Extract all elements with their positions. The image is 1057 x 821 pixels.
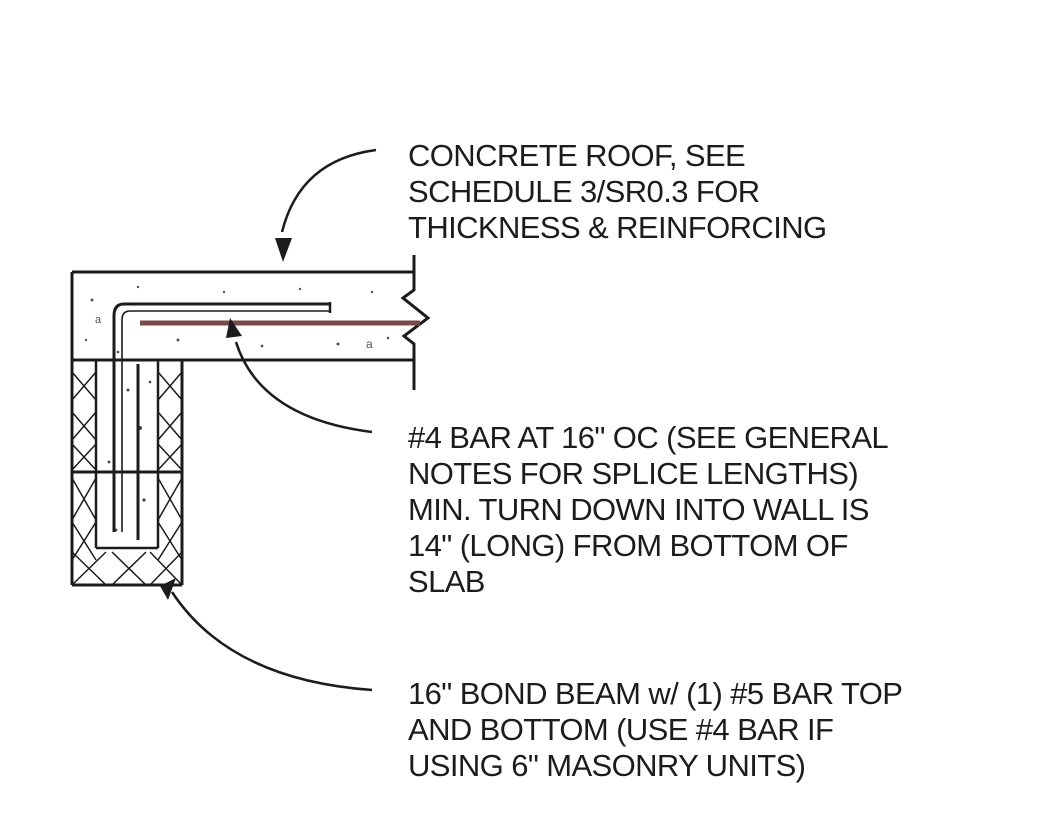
note-rebar: #4 BAR AT 16" OC (SEE GENERAL NOTES FOR …: [408, 420, 889, 600]
leader-bar: [234, 341, 373, 434]
note-line: #4 BAR AT 16" OC (SEE GENERAL: [408, 420, 889, 455]
note-line: AND BOTTOM (USE #4 BAR IF: [408, 712, 834, 747]
svg-text:a: a: [366, 337, 373, 351]
masonry-crosshatch: [71, 371, 183, 586]
arrowhead-beam: [160, 578, 176, 600]
svg-text:a: a: [95, 314, 102, 326]
arrowhead-roof: [275, 238, 292, 262]
note-line: 16" BOND BEAM w/ (1) #5 BAR TOP: [408, 676, 903, 711]
concrete-hatch: a a: [84, 285, 390, 354]
leader-beam: [170, 591, 373, 692]
slab-break-line: [400, 255, 431, 390]
arrowhead-bar: [226, 318, 242, 338]
note-line: THICKNESS & REINFORCING: [408, 210, 827, 245]
note-line: SLAB: [408, 564, 485, 599]
note-line: MIN. TURN DOWN INTO WALL IS: [408, 492, 869, 527]
note-line: SCHEDULE 3/SR0.3 FOR: [408, 174, 760, 209]
leader-roof: [280, 148, 377, 233]
note-line: NOTES FOR SPLICE LENGTHS): [408, 456, 859, 491]
note-line: CONCRETE ROOF, SEE: [408, 138, 746, 173]
note-line: USING 6" MASONRY UNITS): [408, 748, 806, 783]
bent-rebar-inner: [121, 310, 330, 532]
grouted-cell: [94, 360, 160, 550]
note-bond-beam: 16" BOND BEAM w/ (1) #5 BAR TOP AND BOTT…: [408, 676, 903, 784]
masonry-wall: [70, 360, 184, 587]
note-concrete-roof: CONCRETE ROOF, SEE SCHEDULE 3/SR0.3 FOR …: [408, 138, 827, 246]
note-line: 14" (LONG) FROM BOTTOM OF: [408, 528, 848, 563]
bent-rebar: [112, 302, 330, 532]
